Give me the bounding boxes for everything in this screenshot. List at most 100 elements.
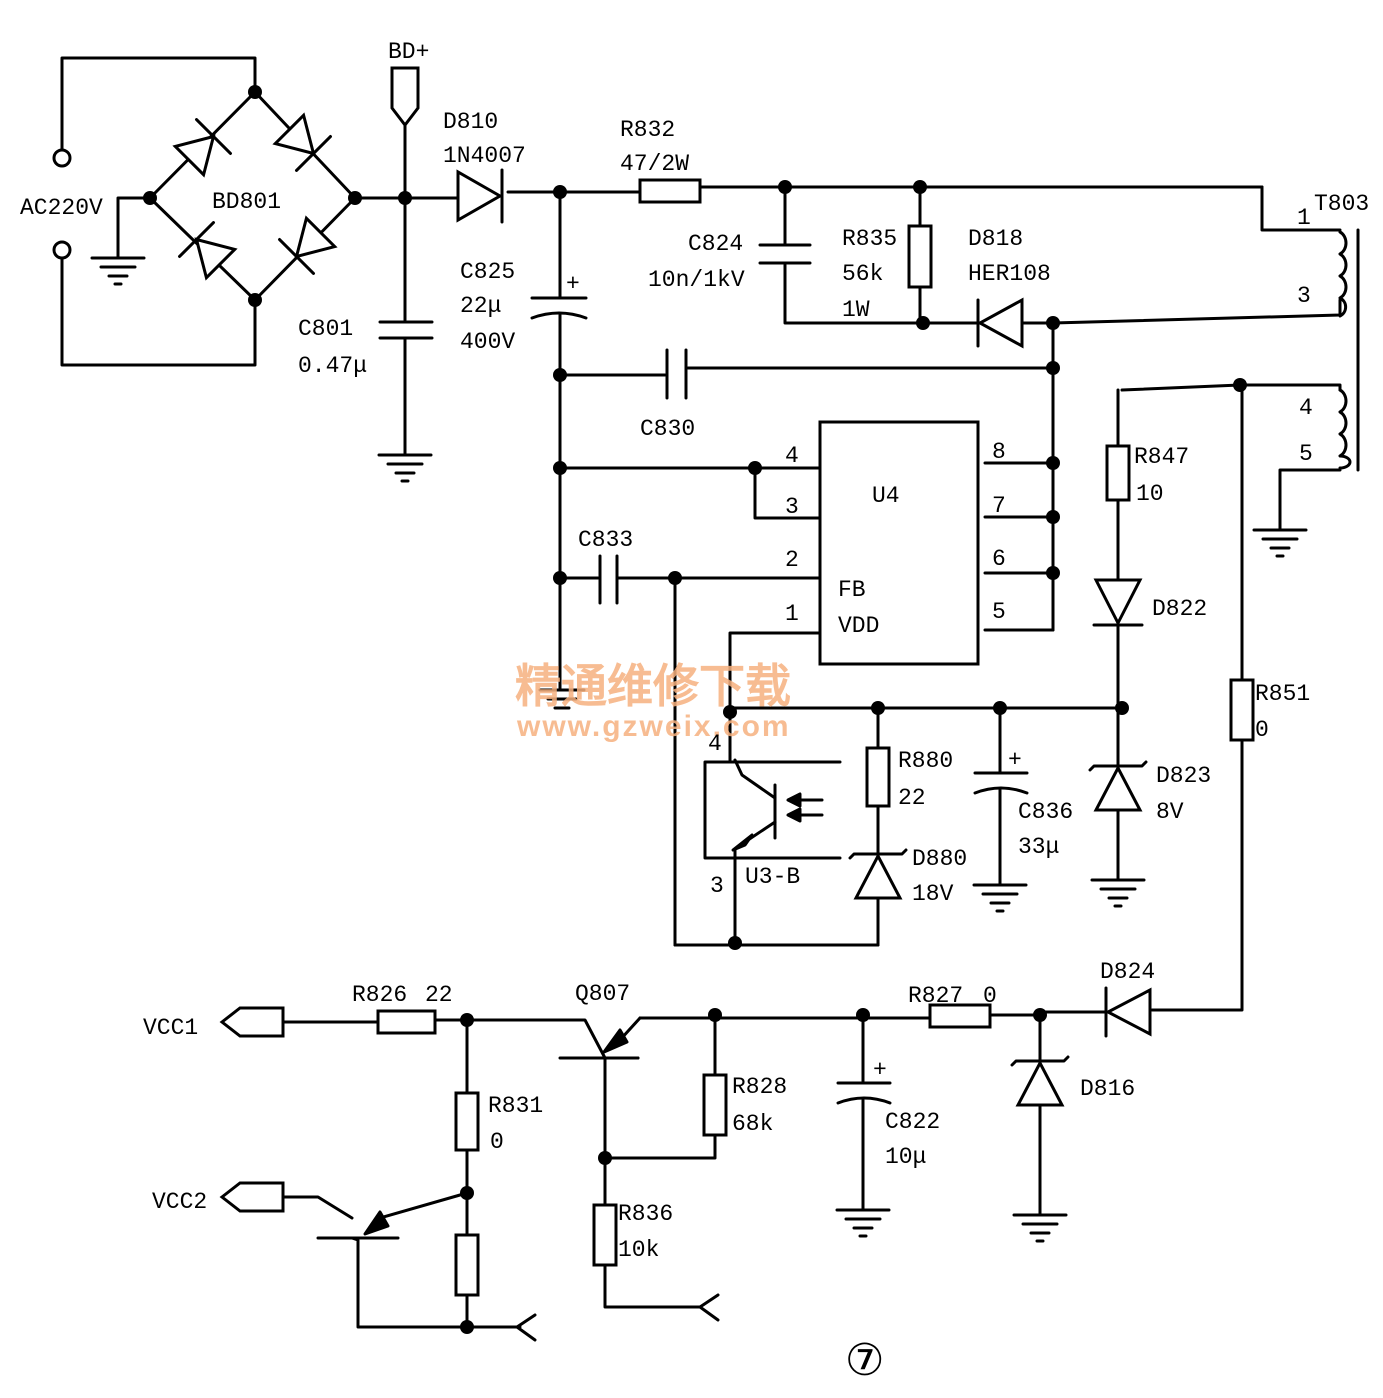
label-vcc1: VCC1: [143, 1015, 198, 1041]
label-r832-value: 47/2W: [620, 151, 689, 177]
arrow-icon: [515, 1293, 720, 1342]
label-bd801: BD801: [212, 189, 281, 215]
label-q807: Q807: [575, 981, 630, 1007]
d816-zener: [1010, 1055, 1070, 1107]
d810-diode: [456, 168, 504, 224]
c833-capacitor: [598, 554, 619, 605]
label-r827-value: 0: [983, 983, 997, 1009]
d880-zener: [848, 848, 908, 900]
c825-capacitor: [530, 296, 588, 320]
u4-pin6: 6: [992, 546, 1006, 572]
bdplus-connector: [390, 66, 420, 128]
c836-capacitor: [973, 771, 1029, 795]
t803-transformer: [1338, 228, 1360, 472]
label-u3b: U3-B: [745, 864, 800, 890]
label-r880: R880: [898, 748, 953, 774]
d823-zener: [1088, 760, 1148, 812]
label-c825-value: 22μ: [460, 293, 501, 319]
label-r835-power: 1W: [842, 297, 870, 323]
label-c830: C830: [640, 416, 695, 442]
label-d816: D816: [1080, 1076, 1135, 1102]
t803-pin5: 5: [1299, 441, 1313, 467]
u4-pin2: 2: [785, 547, 799, 573]
label-c833: C833: [578, 527, 633, 553]
label-r831-value: 0: [490, 1129, 504, 1155]
vcc1-connector: [219, 1006, 285, 1038]
c836-plus: +: [1008, 747, 1022, 773]
u4-pin5: 5: [992, 599, 1006, 625]
label-r836: R836: [618, 1201, 673, 1227]
label-d810: D810: [443, 109, 498, 135]
label-c824: C824: [688, 231, 743, 257]
label-r826: R826: [352, 982, 407, 1008]
r851-resistor: [1229, 678, 1255, 742]
label-r831: R831: [488, 1093, 543, 1119]
d822-diode: [1092, 578, 1144, 627]
label-d818-value: HER108: [968, 261, 1051, 287]
label-r826-value: 22: [425, 982, 453, 1008]
label-d824: D824: [1100, 959, 1155, 985]
junction-dots: [143, 85, 1247, 1334]
d824-diode: [1104, 986, 1152, 1038]
u4-pin4: 4: [785, 443, 799, 469]
label-vcc2: VCC2: [152, 1189, 207, 1215]
c822-capacitor: [836, 1081, 892, 1105]
label-c801-value: 0.47μ: [298, 353, 367, 379]
t803-pin3: 3: [1297, 283, 1311, 309]
u4-ic: [818, 420, 980, 666]
label-u4: U4: [872, 483, 900, 509]
label-d810-value: 1N4007: [443, 143, 526, 169]
label-r880-value: 22: [898, 785, 926, 811]
r880-resistor: [865, 746, 891, 808]
u3b-pin4: 4: [708, 731, 722, 757]
label-r835-value: 56k: [842, 261, 883, 287]
label-c836: C836: [1018, 799, 1073, 825]
q807-transistor: [563, 1016, 642, 1060]
label-d822: D822: [1152, 596, 1207, 622]
label-ac220v: AC220V: [20, 195, 103, 221]
c824-capacitor: [758, 243, 812, 265]
r835-resistor: [907, 224, 933, 289]
bd801-diodes: [172, 112, 338, 281]
r828-resistor: [702, 1073, 728, 1137]
label-d818: D818: [968, 226, 1023, 252]
label-r827: R827: [908, 983, 963, 1009]
r847-resistor: [1105, 444, 1131, 502]
c825-plus: +: [566, 271, 580, 297]
label-bdplus: BD+: [388, 39, 429, 65]
t803-pin4: 4: [1299, 395, 1313, 421]
label-r828-value: 68k: [732, 1111, 773, 1137]
d818-diode: [976, 297, 1024, 349]
ac-terminal-top: [52, 148, 72, 168]
label-r836-value: 10k: [618, 1237, 659, 1263]
r831-resistor: [454, 1091, 480, 1152]
label-d880-value: 18V: [912, 881, 954, 907]
label-d880: D880: [912, 846, 967, 872]
label-t803: T803: [1314, 191, 1369, 217]
c830-capacitor: [665, 348, 688, 400]
c822-plus: +: [873, 1057, 887, 1083]
r836-resistor: [592, 1203, 618, 1267]
label-c824-value: 10n/1kV: [648, 267, 745, 293]
r826-resistor: [376, 1009, 437, 1035]
vcc2-connector: [219, 1181, 285, 1213]
label-c825: C825: [460, 259, 515, 285]
r832-resistor: [638, 178, 702, 204]
watermark-url: www.gzweix.com: [516, 710, 791, 743]
u4-pin1: 1: [785, 601, 799, 627]
component-labels: AC220V BD801 BD+ C801 0.47μ D810 1N4007 …: [20, 39, 1369, 1386]
label-c825-voltage: 400V: [460, 329, 515, 355]
u3b-optocoupler: [703, 758, 842, 860]
u4-pin7: 7: [992, 493, 1006, 519]
figure-number: ⑦: [845, 1335, 884, 1386]
label-c801: C801: [298, 316, 353, 342]
unnamed-resistor: [454, 1233, 480, 1297]
label-c822: C822: [885, 1109, 940, 1135]
label-d823-value: 8V: [1156, 799, 1184, 825]
label-c822-value: 10μ: [885, 1144, 926, 1170]
label-d823: D823: [1156, 763, 1211, 789]
u4-pin8: 8: [992, 439, 1006, 465]
label-r851-value: 0: [1255, 717, 1269, 743]
c801-capacitor: [378, 320, 434, 340]
